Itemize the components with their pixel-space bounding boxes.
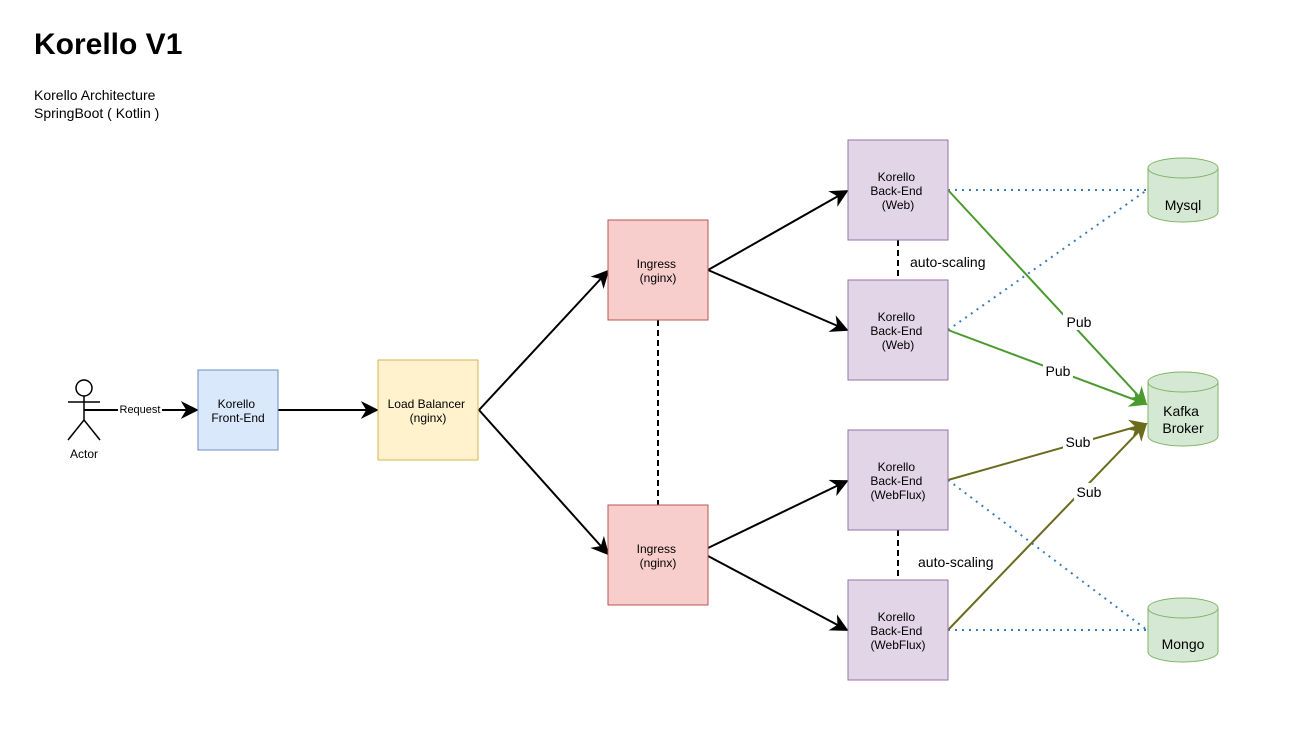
pub-edge-web1 [947,189,1148,406]
actor-icon [67,379,101,441]
backend-webflux-node-1: Korello Back-End (WebFlux) [847,429,949,531]
pub-label-1: Pub [1067,314,1092,330]
node-label: Back-End [870,324,922,338]
ingress-bottom-to-webflux2-edge [707,555,849,631]
backend-webflux-node-2: Korello Back-End (WebFlux) [847,579,949,681]
db-label: Kafka [1163,403,1199,419]
node-label: Ingress [637,257,676,271]
svg-text:Ingress (nginx): Ingress (nginx) [637,542,680,570]
actor-label: Actor [70,447,98,461]
frontend-node: Korello Front-End [197,369,279,451]
sub-edge-webflux2 [947,422,1148,631]
sub-edge-webflux1 [947,419,1148,481]
mongo-database-icon: Mongo [1147,597,1219,663]
svg-text:Korello Back-End (: Korello Back-End (Web) [870,170,925,212]
ingress-top-to-web1-edge [707,190,849,271]
node-label: Korello [878,310,916,324]
node-label: Front-End [211,411,264,425]
lb-to-ingress-top-edge [478,269,610,411]
node-label: Korello [878,170,916,184]
node-label: (Web) [882,338,914,352]
page-title: Korello V1 [34,28,183,61]
node-label: Korello [218,397,256,411]
auto-scaling-label-web: auto-scaling [910,254,986,270]
request-label: Request [120,404,161,416]
ingress-top-to-web2-edge [707,269,849,332]
kafka-broker-icon: Kafka Broker [1147,371,1219,447]
subtitle-line: SpringBoot ( Kotlin ) [34,105,160,121]
db-label: Mysql [1165,197,1202,213]
node-label: Back-End [870,184,922,198]
subtitle-line: Korello Architecture [34,87,156,103]
db-label: Broker [1162,420,1204,436]
pub-label-2: Pub [1046,363,1071,379]
ingress-bottom-to-webflux1-edge [707,479,849,549]
svg-text:Ingress (nginx): Ingress (nginx) [637,257,680,285]
node-label: Korello [878,460,916,474]
svg-text:Korello Front-End: Korello Front-End [211,397,264,425]
backend-web-node-1: Korello Back-End (Web) [847,139,949,241]
lb-to-ingress-bottom-edge [478,409,610,556]
svg-text:Korello Back-End (: Korello Back-End (Web) [870,310,925,352]
node-label: (Web) [882,198,914,212]
db-label: Mongo [1162,636,1205,652]
node-label: (WebFlux) [870,488,925,502]
svg-text:Kafka Broker: Kafka Broker [1162,403,1204,436]
load-balancer-node: Load Balancer (nginx) [377,359,479,461]
sub-label-1: Sub [1066,434,1091,450]
node-label: Back-End [870,624,922,638]
mysql-database-icon: Mysql [1147,157,1219,223]
ingress-bottom-node: Ingress (nginx) [607,504,709,606]
node-label: (nginx) [640,556,677,570]
ingress-top-node: Ingress (nginx) [607,219,709,321]
node-label: (nginx) [410,411,447,425]
svg-text:Korello Back-End (: Korello Back-End (WebFlux) [870,460,925,502]
svg-text:Load Balancer (nginx): Load Balancer (nginx) [388,397,469,425]
sub-label-2: Sub [1077,484,1102,500]
backend-web-node-2: Korello Back-End (Web) [847,279,949,381]
node-label: (WebFlux) [870,638,925,652]
svg-text:Korello Back-End (: Korello Back-End (WebFlux) [870,610,925,652]
node-label: Load Balancer [388,397,465,411]
auto-scaling-label-webflux: auto-scaling [918,554,994,570]
node-label: Korello [878,610,916,624]
node-label: Ingress [637,542,676,556]
subtitle: Korello Architecture SpringBoot ( Kotlin… [34,86,159,122]
node-label: Back-End [870,474,922,488]
node-label: (nginx) [640,271,677,285]
